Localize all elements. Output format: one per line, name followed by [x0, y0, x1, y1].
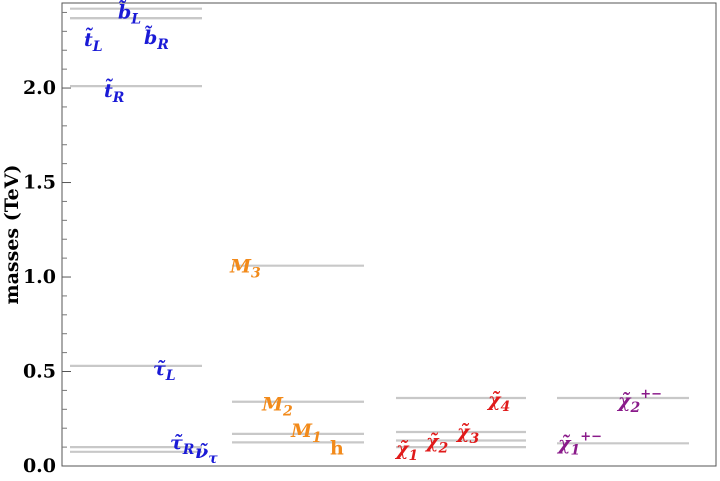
mass-level-label: χ̃2 — [424, 430, 449, 456]
plot-frame — [61, 2, 717, 467]
mass-level-label: ν̃τ — [195, 441, 218, 467]
mass-level-label: b̃L — [118, 0, 141, 27]
mass-level-label: b̃R — [144, 26, 169, 53]
y-tick-label: 0.0 — [23, 455, 56, 477]
mass-level-label: M1 — [290, 420, 322, 446]
mass-level-label: t̃L — [84, 28, 103, 55]
mass-level-label: τ̃R — [170, 432, 194, 458]
y-axis-label: masses (TeV) — [1, 165, 23, 305]
y-axis-ticks: 0.0 0.5 1.0 1.5 2.0 — [23, 11, 71, 477]
mass-level-label: M2 — [261, 394, 293, 420]
y-tick-label: 1.5 — [23, 172, 56, 194]
mass-level-label: τ̃L — [153, 358, 176, 384]
y-tick-label: 2.0 — [23, 77, 56, 99]
plot-border — [61, 2, 717, 467]
y-tick-label: 1.0 — [23, 266, 56, 288]
mass-level-label: M3 — [229, 256, 261, 282]
mass-level-label: χ̃3 — [455, 421, 480, 447]
mass-level-label: t̃R — [104, 79, 124, 106]
mass-level-label: χ̃2+− — [616, 387, 662, 416]
mass-level-label: χ̃1 — [394, 438, 418, 464]
y-tick-label: 0.5 — [23, 361, 56, 383]
mass-level-label: h — [330, 437, 344, 459]
mass-levels — [70, 7, 689, 453]
mass-level-label: χ̃1+− — [556, 429, 602, 458]
mass-level-label: χ̃4 — [486, 389, 510, 415]
